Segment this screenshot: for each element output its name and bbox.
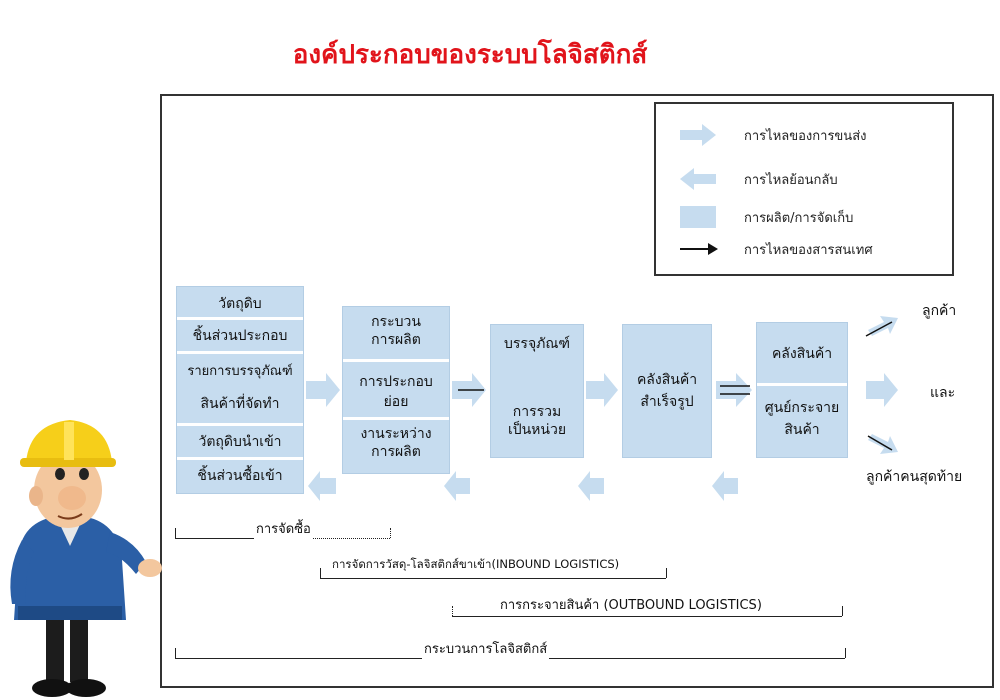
inputs-item-1: วัตถุดิบ xyxy=(218,296,262,312)
legend-information-label: การไหลของสารสนเทศ xyxy=(744,242,873,258)
distribution-item-1: คลังสินค้า xyxy=(771,346,833,362)
inputs-box: วัตถุดิบ ชิ้นส่วนประกอบ รายการบรรจุภัณฑ์… xyxy=(176,286,304,494)
outbound-bracket xyxy=(452,606,842,617)
end-customer-label: ลูกค้าคนสุดท้าย xyxy=(866,469,963,485)
reverse-arrow-2 xyxy=(444,471,470,501)
purchasing-label: การจัดซื้อ xyxy=(254,518,313,539)
production-item-3: การประกอบ xyxy=(359,374,433,390)
packaging-item-1: บรรจุภัณฑ์ xyxy=(504,336,570,352)
forward-arrow-3 xyxy=(586,373,618,407)
inputs-item-5: วัตถุดิบนำเข้า xyxy=(198,434,282,450)
forward-arrow-4 xyxy=(716,373,752,407)
distribution-item-2: ศูนย์กระจาย xyxy=(764,400,840,416)
finished-goods-item-2: สำเร็จรูป xyxy=(640,394,694,410)
outbound-label: การกระจายสินค้า (OUTBOUND LOGISTICS) xyxy=(498,594,764,615)
finished-goods-box: คลังสินค้า สำเร็จรูป xyxy=(622,324,712,458)
inputs-item-2: ชิ้นส่วนประกอบ xyxy=(192,328,288,344)
legend-reverse-label: การไหลย้อนกลับ xyxy=(744,172,838,188)
legend: การไหลของการขนส่ง การไหลย้อนกลับ การผลิต… xyxy=(654,102,954,276)
production-item-4: ย่อย xyxy=(383,394,409,410)
output-arrow-mid xyxy=(866,373,898,407)
backward-arrow-icon xyxy=(680,168,716,190)
info-line-up xyxy=(865,321,893,337)
inbound-bracket xyxy=(320,568,666,579)
info-arrow-icon xyxy=(680,243,718,255)
production-item-6: การผลิต xyxy=(371,444,421,460)
production-item-1: กระบวน xyxy=(371,314,421,330)
legend-reverse: การไหลย้อนกลับ xyxy=(678,166,838,192)
reverse-arrow-1 xyxy=(308,471,336,501)
info-line-down xyxy=(867,435,893,451)
reverse-arrow-3 xyxy=(578,471,604,501)
reverse-arrow-4 xyxy=(712,471,738,501)
distribution-box: คลังสินค้า ศูนย์กระจาย สินค้า xyxy=(756,322,848,458)
legend-production-label: การผลิต/การจัดเก็บ xyxy=(744,210,854,226)
inbound-label: การจัดการวัสดุ-โลจิสติกส์ขาเข้า(INBOUND … xyxy=(330,556,622,574)
page-title: องค์ประกอบของระบบโลจิสติกส์ xyxy=(292,40,648,70)
legend-transport: การไหลของการขนส่ง xyxy=(678,122,866,148)
box-swatch-icon xyxy=(680,206,716,228)
and-label: และ xyxy=(930,385,956,401)
production-item-5: งานระหว่าง xyxy=(360,426,432,442)
packaging-box: บรรจุภัณฑ์ การรวม เป็นหน่วย xyxy=(490,324,584,458)
inputs-item-3: รายการบรรจุภัณฑ์ xyxy=(187,364,293,379)
purchasing-bracket-dotted xyxy=(295,528,390,539)
legend-information: การไหลของสารสนเทศ xyxy=(678,236,873,262)
purchasing-bracket-solid xyxy=(175,528,295,539)
forward-arrow-icon xyxy=(680,124,716,146)
legend-production: การผลิต/การจัดเก็บ xyxy=(678,204,853,230)
production-box: กระบวน การผลิต การประกอบ ย่อย งานระหว่าง… xyxy=(342,306,450,474)
production-item-2: การผลิต xyxy=(371,332,421,348)
inputs-item-6: ชิ้นส่วนซื้อเข้า xyxy=(197,468,283,484)
customer-label: ลูกค้า xyxy=(922,303,957,319)
finished-goods-item-1: คลังสินค้า xyxy=(636,372,698,388)
forward-arrow-1 xyxy=(306,373,340,407)
packaging-item-3: เป็นหน่วย xyxy=(507,422,567,438)
inputs-item-4: สินค้าที่จัดทำ xyxy=(200,396,280,412)
distribution-item-3: สินค้า xyxy=(784,422,820,438)
packaging-item-2: การรวม xyxy=(512,404,562,420)
logistics-process-label: กระบวนการโลจิสติกส์ xyxy=(422,638,550,659)
legend-transport-label: การไหลของการขนส่ง xyxy=(744,128,867,144)
